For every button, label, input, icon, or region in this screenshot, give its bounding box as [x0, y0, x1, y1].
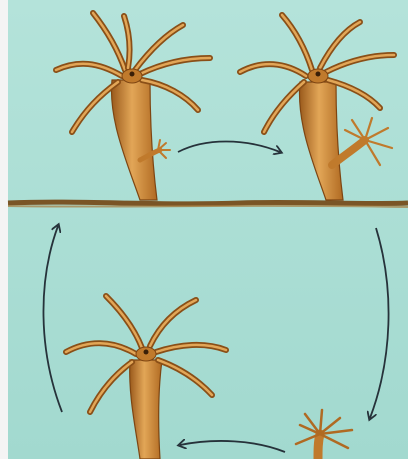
mouth [144, 350, 149, 355]
left-margin [0, 0, 8, 459]
mouth [130, 72, 135, 77]
mouth [316, 72, 321, 77]
ground-line [8, 202, 408, 204]
